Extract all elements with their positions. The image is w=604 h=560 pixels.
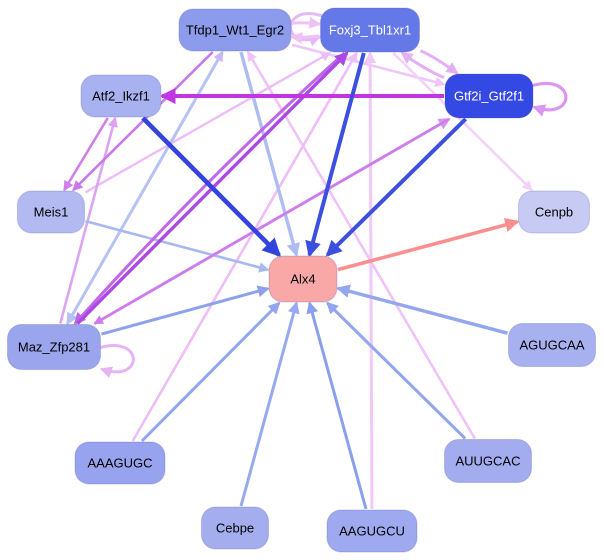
edge-Tfdp1_Wt1_Egr2-Foxj3_Tbl1xr1[interactable] — [291, 16, 322, 29]
edge-AAAGUGC-Foxj3_Tbl1xr1[interactable] — [131, 51, 358, 442]
node-box-AUUGCAC — [444, 439, 532, 483]
node-box-AAAGUGC — [74, 441, 166, 485]
edge-Foxj3_Tbl1xr1-Tfdp1_Wt1_Egr2[interactable] — [290, 31, 320, 44]
edge-Meis1-Alx4[interactable] — [85, 219, 270, 273]
edge-layer — [59, 12, 568, 510]
edge-Gtf2i_Gtf2f1-Alx4[interactable] — [325, 117, 468, 257]
node-Atf2_Ikzf1[interactable]: Atf2_Ikzf1 — [80, 74, 162, 118]
node-box-AGUGCAA — [508, 323, 596, 367]
edge-Alx4-Cenpb[interactable] — [337, 217, 520, 272]
edge-Maz_Zfp281-Alx4[interactable] — [101, 285, 270, 336]
edge-AGUGCAA-Alx4[interactable] — [336, 284, 508, 335]
node-Maz_Zfp281[interactable]: Maz_Zfp281 — [7, 324, 101, 370]
node-box-Foxj3_Tbl1xr1 — [320, 7, 420, 53]
node-box-Alx4 — [268, 255, 338, 303]
node-AAGUGCU[interactable]: AAGUGCU — [326, 509, 418, 553]
edge-Atf2_Ikzf1-Meis1[interactable] — [63, 117, 109, 192]
node-AAAGUGC[interactable]: AAAGUGC — [74, 441, 166, 485]
edge-Maz_Zfp281-Maz_Zfp281[interactable] — [98, 344, 135, 379]
edge-Gtf2i_Gtf2f1-Foxj3_Tbl1xr1[interactable] — [400, 51, 445, 79]
edge-Meis1-Foxj3_Tbl1xr1[interactable] — [84, 51, 331, 194]
node-Gtf2i_Gtf2f1[interactable]: Gtf2i_Gtf2f1 — [444, 73, 534, 119]
edge-AAGUGCU-Foxj3_Tbl1xr1[interactable] — [364, 51, 377, 510]
edge-Tfdp1_Wt1_Egr2-Alx4[interactable] — [239, 51, 300, 257]
node-AGUGCAA[interactable]: AGUGCAA — [508, 323, 596, 367]
edge-AAGUGCU-Alx4[interactable] — [306, 301, 368, 510]
node-box-Meis1 — [17, 190, 85, 234]
node-Cenpb[interactable]: Cenpb — [518, 190, 590, 234]
edge-Gtf2i_Gtf2f1-Gtf2i_Gtf2f1[interactable] — [530, 82, 568, 117]
edge-Atf2_Ikzf1-Alx4[interactable] — [141, 116, 282, 257]
node-box-AAGUGCU — [326, 509, 418, 553]
edge-Foxj3_Tbl1xr1-Alx4[interactable] — [305, 52, 366, 258]
node-Tfdp1_Wt1_Egr2[interactable]: Tfdp1_Wt1_Egr2 — [178, 8, 292, 52]
node-box-Atf2_Ikzf1 — [80, 74, 162, 118]
edge-Gtf2i_Gtf2f1-Maz_Zfp281[interactable] — [93, 117, 450, 325]
node-Foxj3_Tbl1xr1[interactable]: Foxj3_Tbl1xr1 — [320, 7, 420, 53]
node-box-Cebpe — [201, 506, 269, 550]
node-box-Tfdp1_Wt1_Egr2 — [178, 8, 292, 52]
node-Meis1[interactable]: Meis1 — [17, 190, 85, 234]
node-Cebpe[interactable]: Cebpe — [201, 506, 269, 550]
node-box-Maz_Zfp281 — [7, 324, 101, 370]
node-box-Gtf2i_Gtf2f1 — [444, 73, 534, 119]
edge-Foxj3_Tbl1xr1-Gtf2i_Gtf2f1[interactable] — [419, 49, 459, 75]
node-AUUGCAC[interactable]: AUUGCAC — [444, 439, 532, 483]
edge-AUUGCAC-Alx4[interactable] — [326, 301, 467, 440]
edge-AAAGUGC-Alx4[interactable] — [140, 301, 281, 443]
edge-Cebpe-Alx4[interactable] — [239, 301, 300, 507]
node-Alx4[interactable]: Alx4 — [268, 255, 338, 303]
node-box-Cenpb — [518, 190, 590, 234]
